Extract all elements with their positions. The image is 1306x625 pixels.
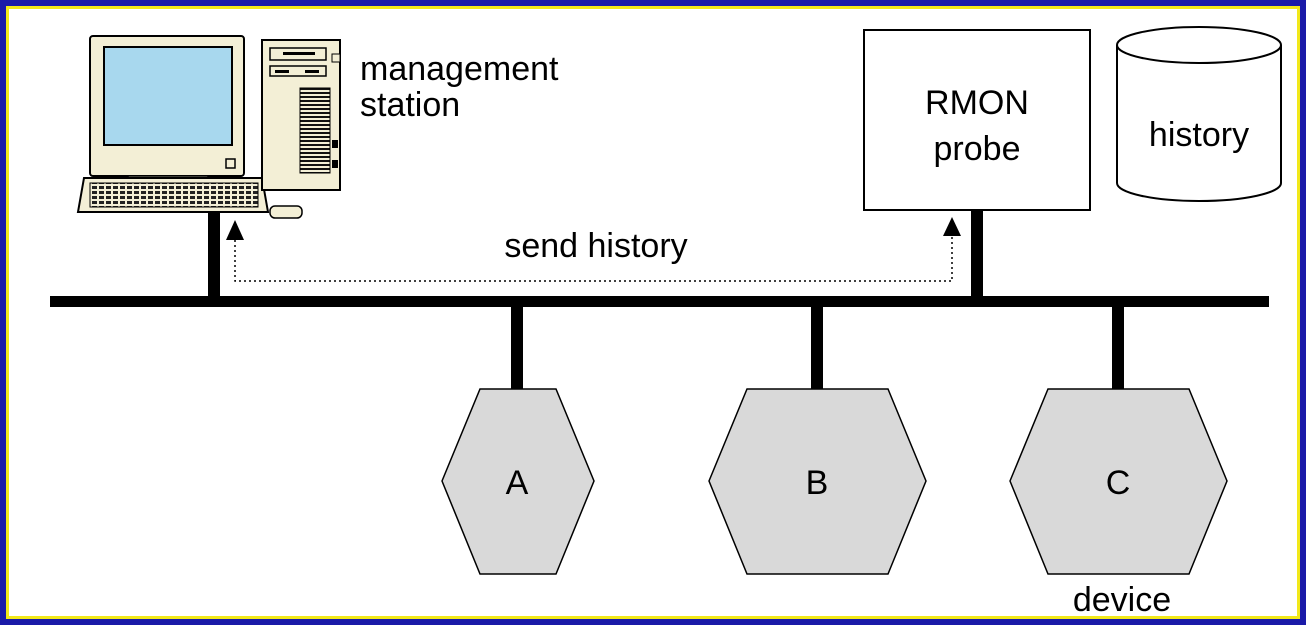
device-a: A <box>441 388 595 575</box>
management-station-label-line2: station <box>360 86 460 124</box>
device-caption: device <box>1073 581 1171 619</box>
probe-label-line1: RMON <box>925 84 1029 122</box>
send-history-path <box>234 232 953 282</box>
send-history-label: send history <box>504 227 687 265</box>
management-station-computer-icon <box>76 35 341 219</box>
history-database-icon <box>1116 26 1282 202</box>
device-c-link <box>1112 301 1124 389</box>
probe-label-line2: probe <box>934 130 1021 168</box>
device-b-label: B <box>806 464 829 502</box>
station-link <box>208 213 220 301</box>
rmon-probe-box <box>863 29 1091 211</box>
probe-link <box>971 210 983 301</box>
device-a-link <box>511 301 523 389</box>
device-b: B <box>708 388 927 575</box>
station-arrowhead <box>226 220 244 240</box>
network-bus <box>50 296 1269 307</box>
management-station-label-line1: management <box>360 50 559 88</box>
device-c-label: C <box>1106 464 1131 502</box>
device-b-link <box>811 301 823 389</box>
device-a-label: A <box>506 464 529 502</box>
history-database-label: history <box>1149 116 1249 154</box>
probe-arrowhead <box>943 217 961 236</box>
device-c: C <box>1009 388 1228 575</box>
